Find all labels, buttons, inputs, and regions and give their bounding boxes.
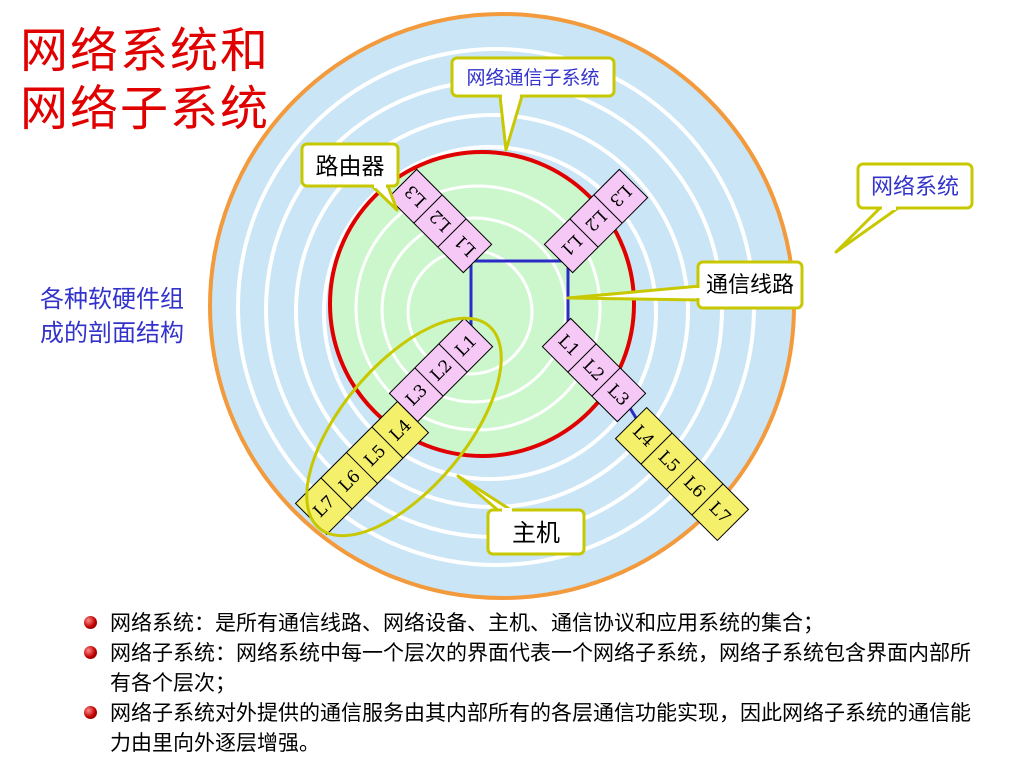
host-highlight-ellipse: [305, 316, 503, 538]
title-line-2: 网络子系统: [20, 81, 271, 137]
side-note: 各种软硬件组 成的剖面结构: [40, 282, 184, 350]
callout-router: 路由器: [300, 142, 400, 212]
callout-host: 主机: [456, 474, 586, 556]
side-note-line-2: 成的剖面结构: [40, 319, 184, 347]
bullet-item: 网络子系统对外提供的通信服务由其内部所有的各层通信功能实现，因此网络子系统的通信…: [84, 698, 984, 758]
router-top-right: L3 L2 L1: [543, 168, 649, 274]
title-line-1: 网络系统和: [20, 23, 271, 79]
router-top-left: L3 L2 L1: [387, 168, 493, 274]
callout-label: 路由器: [316, 154, 385, 180]
bullet-item: 网络系统：是所有通信线路、网络设备、主机、通信协议和应用系统的集合；: [84, 608, 984, 638]
side-note-line-1: 各种软硬件组: [40, 285, 184, 313]
network-diagram: L3 L2 L1 L3 L2 L1 L1 L2 L3 L1 L2 L3 L4 L…: [208, 12, 974, 600]
callout-label: 通信线路: [706, 273, 794, 298]
callout-label: 主机: [512, 519, 560, 547]
callout-communication-line: 通信线路: [566, 260, 804, 310]
router-bottom-left: L1 L2 L3: [388, 317, 494, 423]
slide-title: 网络系统和 网络子系统: [20, 22, 270, 138]
host-left-stack: L4 L5 L6 L7: [294, 400, 430, 536]
host-right-stack: L4 L5 L6 L7: [614, 406, 750, 542]
communication-subsystem-circle: [328, 150, 636, 458]
callout-label: 网络系统: [871, 175, 959, 200]
bullet-list: 网络系统：是所有通信线路、网络设备、主机、通信协议和应用系统的集合； 网络子系统…: [84, 608, 984, 758]
callout-network-system: 网络系统: [834, 162, 974, 254]
bullet-item: 网络子系统：网络系统中每一个层次的界面代表一个网络子系统，网络子系统包含界面内部…: [84, 638, 984, 698]
router-bottom-right: L1 L2 L3: [541, 317, 647, 423]
callout-communication-subsystem: 网络通信子系统: [450, 56, 616, 152]
callout-label: 网络通信子系统: [466, 67, 599, 89]
